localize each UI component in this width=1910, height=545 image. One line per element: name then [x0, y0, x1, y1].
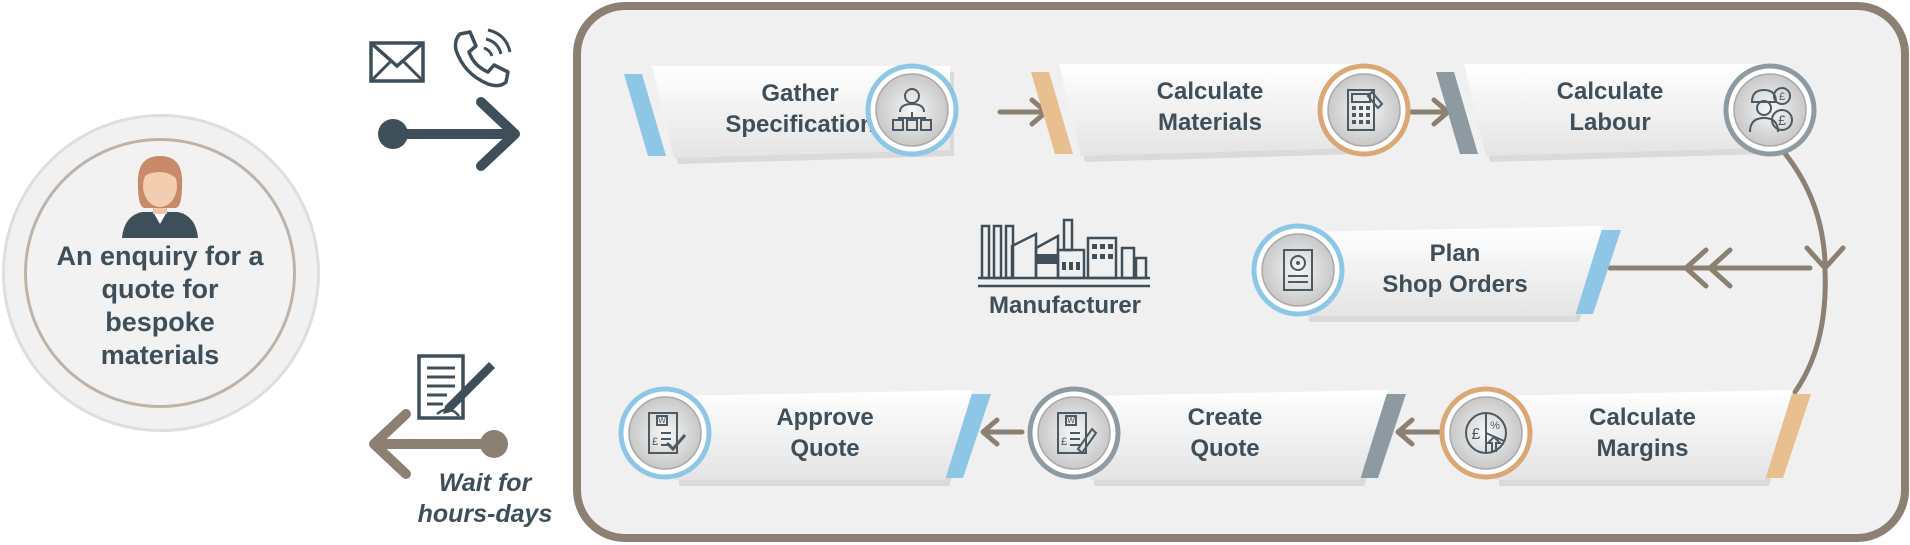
signed-document-icon [417, 354, 495, 420]
enquiry-send-arrow [378, 97, 520, 171]
calculator-icon [1317, 63, 1411, 157]
factory-icon [978, 218, 1150, 288]
step-label-line: Shop Orders [1382, 271, 1528, 298]
step-accent-stripe [1358, 394, 1406, 478]
gear-document-icon [1251, 223, 1345, 317]
svg-text:£: £ [1472, 426, 1481, 443]
step-label-line: Margins [1596, 435, 1689, 462]
step-label-line: Calculate [1556, 78, 1664, 105]
step-card-shape [1031, 64, 1361, 162]
step-label-line: Calculate [1156, 78, 1264, 105]
svg-text:£: £ [1778, 112, 1786, 128]
step-accent-stripe [1436, 72, 1478, 154]
svg-text:£: £ [1061, 436, 1067, 448]
step-label-line: Approve [776, 404, 874, 431]
woman-avatar-icon [122, 156, 198, 238]
step-accent-stripe [943, 394, 991, 478]
step-card-shape [1090, 390, 1406, 486]
step-label-line: Gather [761, 80, 839, 107]
step-accent-stripe [1763, 394, 1811, 478]
step-card-shape [1305, 226, 1621, 322]
step-label-line: Create [1187, 404, 1263, 431]
svg-text:W: W [658, 416, 666, 425]
step-label-line: Quote [1190, 435, 1260, 462]
quote-check-icon: W£ [618, 386, 712, 480]
svg-text:%: % [1490, 420, 1500, 432]
wait-time-label: Wait for hours-days [417, 469, 553, 528]
step-label-line: Specification [725, 111, 875, 138]
step-accent-stripe [1573, 230, 1621, 314]
svg-text:£: £ [652, 436, 658, 448]
org-chart-person-icon [865, 63, 959, 157]
quote-return-arrow [369, 409, 508, 479]
envelope-icon [369, 41, 425, 83]
step-accent-stripe [624, 74, 666, 156]
manufacturer-label: Manufacturer [988, 292, 1142, 319]
svg-text:W: W [1067, 416, 1075, 425]
step-label-line: Calculate [1589, 404, 1696, 431]
step-card-shape [1436, 64, 1766, 162]
pound-percent-pie-icon: £% [1439, 386, 1533, 480]
step-label-line: Quote [790, 435, 860, 462]
step-label-line: Labour [1569, 109, 1651, 136]
step-card-shape [1495, 390, 1811, 486]
step-accent-stripe [1031, 72, 1073, 154]
svg-text:£: £ [1779, 91, 1785, 103]
worker-pound-icon: ££ [1723, 63, 1817, 157]
quote-pen-icon: W£ [1027, 386, 1121, 480]
step-card-shape [675, 390, 991, 486]
phone-icon [453, 28, 512, 88]
customer-enquiry-text: An enquiry for a quote for bespoke mater… [56, 241, 264, 370]
step-label-line: Plan [1429, 240, 1481, 267]
step-label-line: Materials [1157, 109, 1263, 136]
